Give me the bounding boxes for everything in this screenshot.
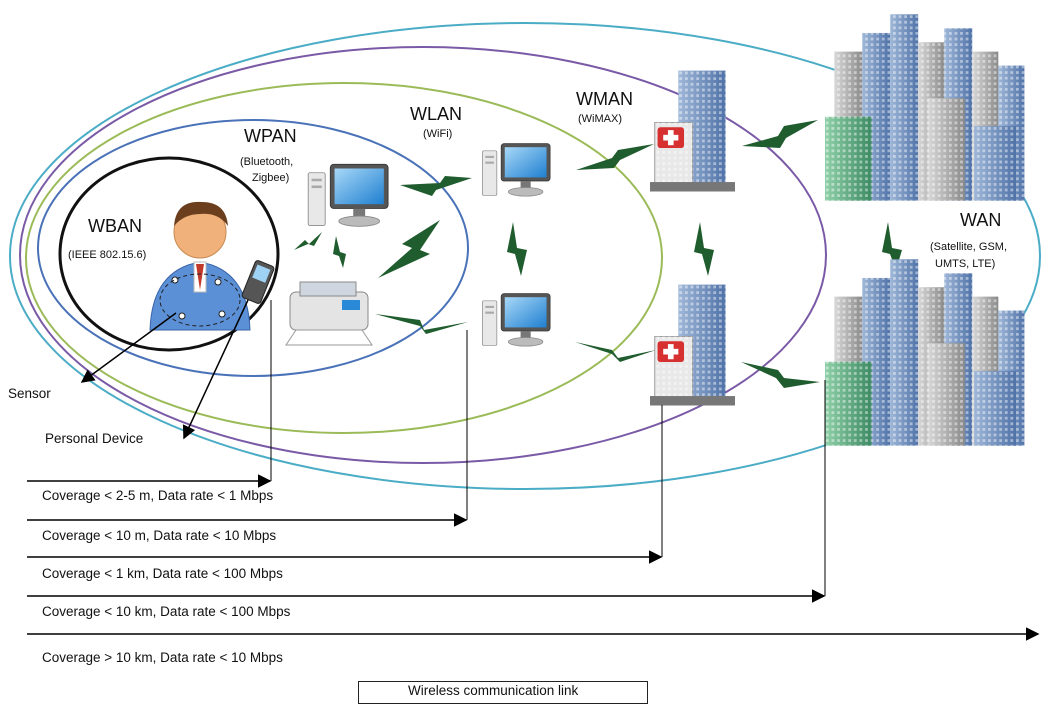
- wban-label: WBAN: [88, 216, 142, 236]
- link-wlan-wman: [576, 144, 654, 170]
- building-wman-bottom-icon: [650, 284, 735, 406]
- link-wman-wan: [742, 120, 818, 148]
- wan-sub-label-2: UMTS, LTE): [935, 258, 995, 270]
- wlan-label: WLAN: [410, 104, 462, 124]
- wpan-ring: [37, 119, 469, 377]
- personal-device-label: Personal Device: [45, 431, 143, 446]
- computer-wlan-top-icon: [482, 143, 551, 197]
- legend-box: [358, 681, 648, 704]
- legend-label: Wireless communication link: [408, 683, 579, 698]
- wpan-sub-label-2: Zigbee): [252, 172, 289, 184]
- link-wlan-vertical: [507, 222, 527, 276]
- wman-ring: [19, 46, 827, 464]
- coverage-text-wlan: Coverage < 1 km, Data rate < 100 Mbps: [42, 566, 283, 581]
- link-wman-wan-2: [741, 362, 820, 388]
- computer-wlan-bottom-icon: [482, 293, 551, 347]
- wban-ring: [58, 156, 280, 352]
- link-wpan-wlan: [400, 176, 472, 196]
- wan-ring: [9, 22, 1041, 490]
- coverage-text-wan: Coverage > 10 km, Data rate < 10 Mbps: [42, 650, 283, 665]
- link-printer-pc: [333, 236, 346, 268]
- sensor-callout-arrow: [80, 312, 177, 383]
- coverage-text-wban: Coverage < 2-5 m, Data rate < 1 Mbps: [42, 488, 273, 503]
- person-icon: [149, 201, 251, 331]
- city-wan-top-icon: [825, 14, 1025, 201]
- computer-wpan-icon: [307, 163, 389, 227]
- sensor-label: Sensor: [8, 386, 51, 401]
- phone-icon: [241, 260, 275, 304]
- link-phone-pc: [294, 232, 322, 250]
- wan-label: WAN: [960, 210, 1001, 230]
- printer-icon: [285, 281, 373, 346]
- link-printer-wlan: [375, 314, 468, 334]
- coverage-text-wman: Coverage < 10 km, Data rate < 100 Mbps: [42, 604, 291, 619]
- sensor-dot: [171, 276, 179, 284]
- city-wan-bottom-icon: [825, 259, 1025, 446]
- wlan-ring: [25, 82, 663, 434]
- wban-sub-label: (IEEE 802.15.6): [68, 249, 146, 261]
- wlan-sub-label: (WiFi): [423, 128, 452, 140]
- wman-sub-label: (WiMAX): [578, 113, 622, 125]
- wpan-label: WPAN: [244, 126, 297, 146]
- link-pc-wlan: [378, 220, 440, 278]
- wireless-links: [294, 120, 902, 388]
- link-wan-vertical: [882, 222, 902, 270]
- wman-label: WMAN: [576, 89, 633, 109]
- wpan-sub-label-1: (Bluetooth,: [240, 156, 293, 168]
- link-wlan-wman-2: [575, 342, 656, 362]
- coverage-text-wpan: Coverage < 10 m, Data rate < 10 Mbps: [42, 528, 276, 543]
- personal-device-callout-arrow: [182, 299, 249, 440]
- wan-sub-label-1: (Satellite, GSM,: [930, 241, 1007, 253]
- link-wman-vertical: [694, 222, 714, 276]
